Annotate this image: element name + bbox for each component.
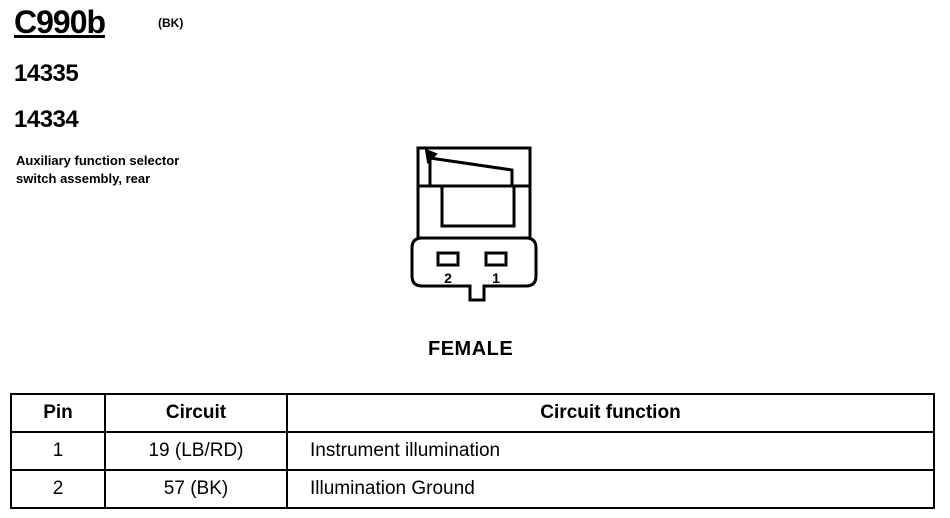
row-2-pin: 2	[10, 469, 106, 509]
pinout-table: Pin Circuit Circuit function 1 19 (LB/RD…	[10, 393, 935, 509]
connector-id: C990b	[14, 4, 106, 40]
row-2-function: Illumination Ground	[286, 469, 935, 509]
row-1-function: Instrument illumination	[286, 431, 935, 471]
description-line-2: switch assembly, rear	[16, 171, 151, 186]
latch-lever	[429, 156, 514, 186]
terminal-1	[484, 251, 508, 267]
header-pin: Pin	[10, 393, 106, 433]
connector-color: (BK)	[158, 16, 184, 30]
table-row: 1 19 (LB/RD) Instrument illumination	[10, 431, 935, 471]
latch-tip-icon	[424, 148, 438, 165]
pin-label-2: 2	[444, 270, 452, 286]
row-1-circuit: 19 (LB/RD)	[104, 431, 288, 471]
header-function: Circuit function	[286, 393, 935, 433]
row-2-circuit: 57 (BK)	[104, 469, 288, 509]
connector-description: Auxiliary function selector switch assem…	[16, 152, 179, 188]
row-1-pin: 1	[10, 431, 106, 471]
table-header-row: Pin Circuit Circuit function	[10, 393, 935, 433]
description-line-1: Auxiliary function selector	[16, 153, 180, 168]
header-circuit: Circuit	[104, 393, 288, 433]
table-row: 2 57 (BK) Illumination Ground	[10, 469, 935, 509]
terminal-2	[436, 251, 460, 267]
mating-face	[410, 236, 538, 302]
part-number-1: 14335	[14, 60, 79, 87]
connector-gender: FEMALE	[428, 338, 514, 360]
pin-label-1: 1	[492, 270, 500, 286]
lock-window	[440, 184, 516, 228]
part-number-2: 14334	[14, 106, 79, 133]
connector-face-diagram: 2 1	[410, 146, 538, 302]
